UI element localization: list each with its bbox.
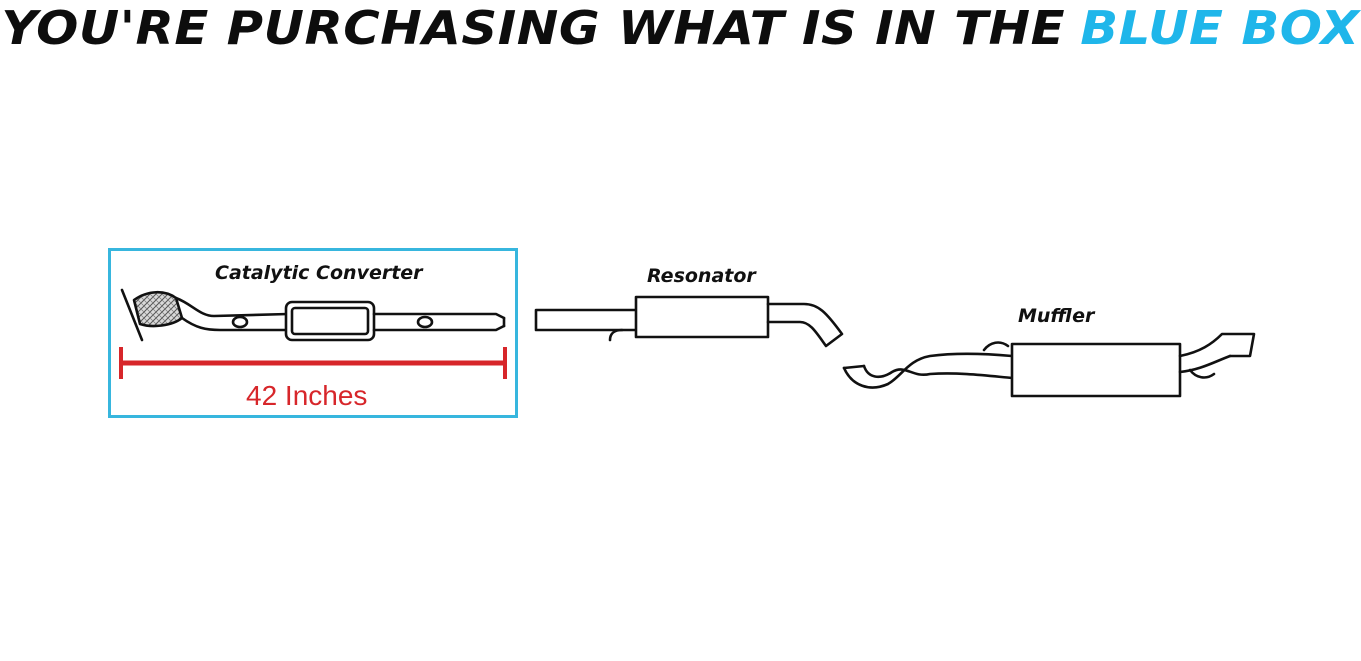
catalytic-converter-drawing [120,288,506,342]
resonator-body [634,295,770,339]
muffler-hanger [982,341,1010,352]
muffler-drawing [842,332,1256,398]
resonator-outlet-pipe [766,302,844,348]
muffler-body [1010,342,1182,398]
muffler-tailpipe-hanger [1188,368,1216,379]
muffler-label: Muffler [1018,305,1095,327]
muffler-tailpipe-lower [1178,354,1232,374]
headline-highlight: BLUE BOX [1080,1,1360,55]
sensor-port [416,315,434,329]
flex-mesh [132,290,184,328]
measurement-bar [119,347,507,379]
converter-outlet-upper [372,312,506,320]
measurement-label: 42 Inches [246,380,368,411]
converter-body-inner [290,306,370,336]
muffler-tailpipe-upper [1178,332,1256,358]
sensor-port [231,315,249,329]
muffler-inlet-end [842,364,866,370]
resonator-drawing [534,295,844,348]
resonator-inlet-pipe [534,308,638,332]
converter-body [284,300,376,342]
converter-outlet-lower [372,324,506,332]
headline: YOU'RE PURCHASING WHAT IS IN THE BLUE BO… [0,0,1361,56]
catalytic-converter-label: Catalytic Converter [215,262,423,284]
resonator-hanger [608,328,624,342]
resonator-label: Resonator [647,265,756,287]
converter-pipe-upper [174,296,290,318]
converter-flange [120,288,144,342]
muffler-inlet-pipe-lower [862,364,1014,380]
headline-prefix: YOU'RE PURCHASING WHAT IS IN THE [1,1,1066,55]
blue-selection-box [108,248,518,418]
converter-pipe-lower [180,316,290,332]
muffler-inlet-pipe-upper [842,352,1014,389]
